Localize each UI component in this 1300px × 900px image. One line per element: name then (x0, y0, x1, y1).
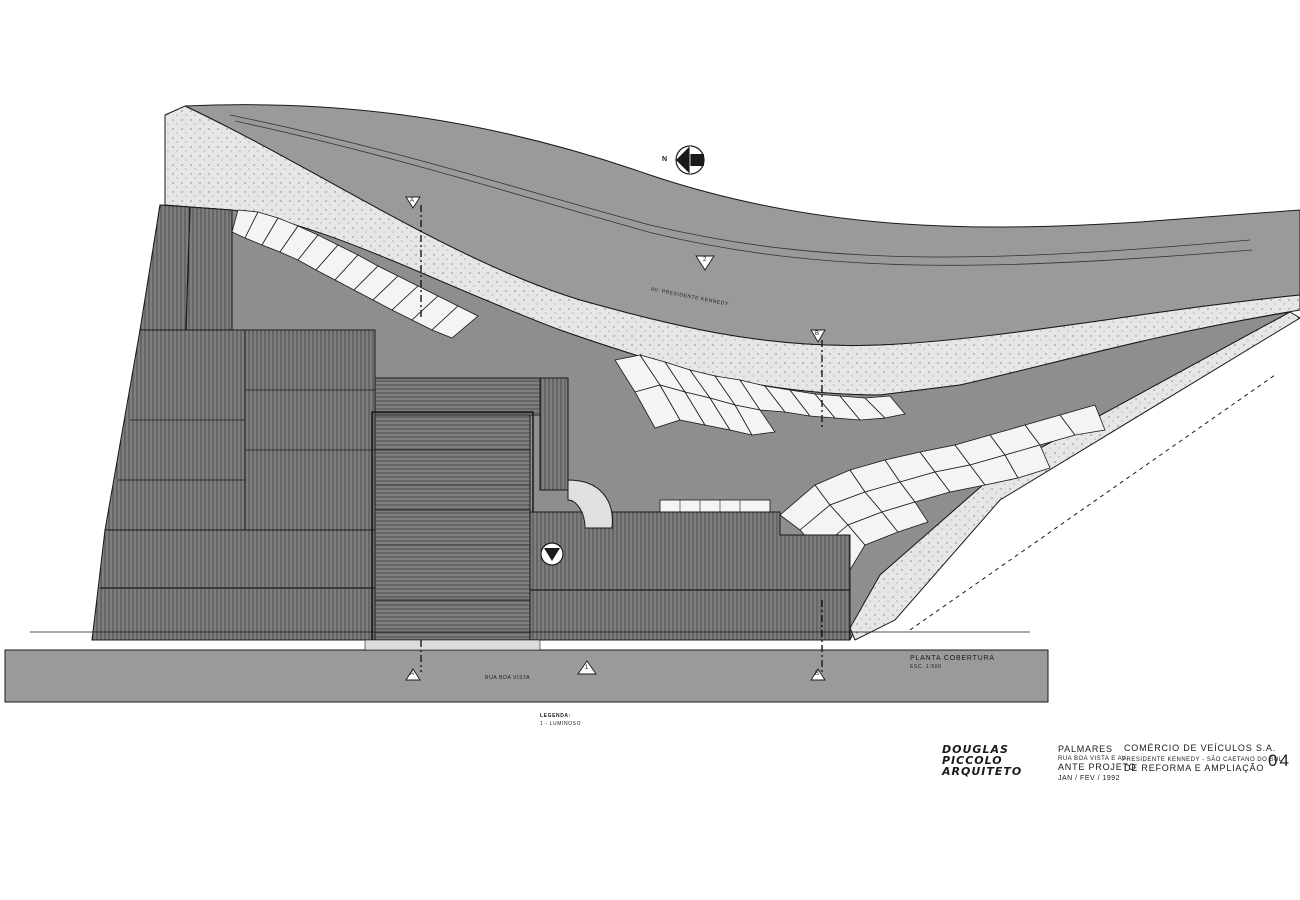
parking-stalls-east (779, 404, 1106, 571)
parking-stalls-center (614, 354, 906, 436)
bottom-street (4, 649, 1049, 703)
architect-name-line-1: DOUGLAS (942, 743, 1009, 756)
section-label-a-bottom: A (410, 671, 415, 677)
level-marker-1 (577, 660, 597, 675)
north-arrow-icon (675, 145, 705, 175)
section-marker-a-top (405, 196, 421, 209)
company-address: PRESIDENTE KENNEDY - SÃO CAETANO DO SUL (1122, 757, 1283, 763)
architect-name-line-2: PICCOLO (942, 754, 1003, 767)
company-name: COMÉRCIO DE VEÍCULOS S.A. (1124, 743, 1277, 753)
section-label-b-bottom: B (815, 671, 820, 677)
street-name-label: RUA BOA VISTA (485, 675, 531, 681)
level-label-1: 1 (585, 665, 589, 671)
client-name: PALMARES (1058, 744, 1113, 754)
legend-item: 1 - LUMINOSO (540, 721, 582, 727)
plan-title: PLANTA COBERTURA (910, 655, 995, 662)
section-marker-b-top (810, 329, 826, 343)
project-description: DE REFORMA E AMPLIAÇÃO (1124, 763, 1265, 773)
level-label-2: 2 (703, 257, 707, 263)
legend-title: LEGENDA: (540, 713, 571, 719)
parking-stalls-north (231, 209, 479, 339)
section-marker-b-bottom (810, 668, 826, 681)
client-address: RUA BOA VISTA E AV. (1058, 756, 1128, 762)
plan-scale: ESC. 1:500 (910, 664, 942, 670)
architect-name-line-3: ARQUITETO (942, 765, 1023, 778)
project-date: JAN / FEV / 1992 (1058, 775, 1121, 782)
section-label-b-top: B (815, 331, 820, 337)
sheet-number: 04 (1268, 751, 1291, 770)
section-label-a-top: A (410, 198, 415, 204)
side-sidewalk (849, 311, 1300, 641)
north-label: N (662, 156, 668, 163)
section-cut-lines (420, 205, 823, 672)
project-phase: ANTE PROJETO (1058, 762, 1137, 772)
level-marker-2 (695, 255, 715, 271)
building-roofs (91, 204, 851, 643)
luminous-sign-marker-icon (540, 542, 564, 566)
section-marker-a-bottom (405, 668, 421, 681)
